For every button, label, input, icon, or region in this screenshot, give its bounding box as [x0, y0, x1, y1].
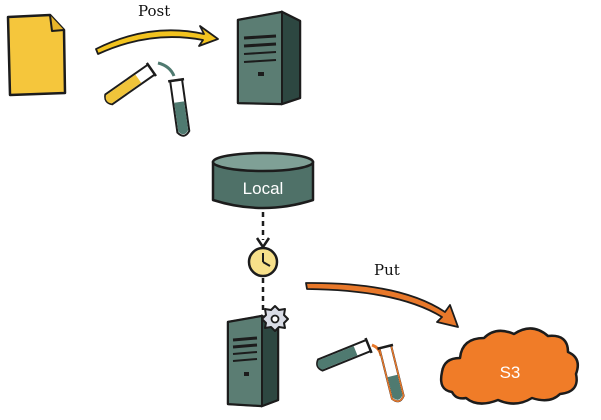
server-icon [226, 314, 280, 408]
put-label: Put [374, 261, 400, 279]
database-icon [211, 151, 315, 210]
cloud-icon [439, 327, 579, 405]
test-tube-icon [104, 61, 191, 137]
put-arrow [305, 282, 459, 328]
document-icon [6, 13, 67, 97]
local-label: Local [243, 179, 284, 198]
server-icon [236, 10, 302, 106]
post-arrow [95, 25, 219, 55]
clock-icon [247, 246, 279, 278]
s3-label: S3 [500, 363, 521, 382]
test-tube-icon [316, 337, 405, 403]
post-label: Post [138, 2, 170, 20]
gear-icon [261, 305, 289, 332]
